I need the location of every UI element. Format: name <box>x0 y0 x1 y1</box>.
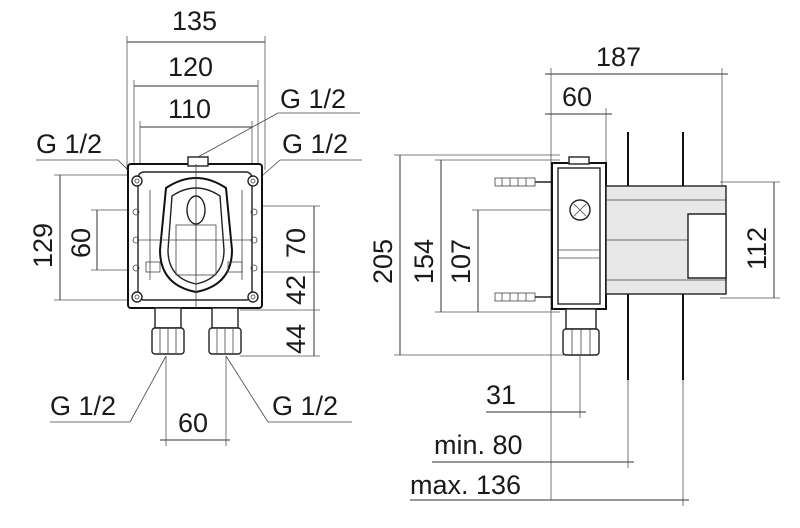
front-left-dimensions <box>54 174 160 301</box>
front-dim-129: 129 <box>28 223 58 268</box>
front-dim-135: 135 <box>172 6 217 36</box>
side-dim-205: 205 <box>368 239 398 284</box>
front-dim-70: 70 <box>281 228 311 258</box>
front-dim-110: 110 <box>168 94 211 124</box>
front-dim-60-vertical: 60 <box>66 228 96 258</box>
side-dim-60: 60 <box>562 82 592 112</box>
thread-top-center: G 1/2 <box>280 84 346 114</box>
side-dim-154: 154 <box>409 239 439 284</box>
side-right-dimensions <box>720 181 780 299</box>
side-body <box>494 132 727 380</box>
side-dim-max-136: max. 136 <box>410 470 521 500</box>
thread-bottom-right: G 1/2 <box>272 391 338 421</box>
side-dim-187: 187 <box>596 42 641 72</box>
front-dim-120: 120 <box>168 52 213 82</box>
side-view: 187 60 205 154 107 112 <box>368 42 780 506</box>
side-dim-min-80: min. 80 <box>434 430 523 460</box>
side-bottom-dimensions <box>410 355 689 506</box>
front-outlet-spacing <box>160 356 230 446</box>
front-dim-42: 42 <box>281 275 311 305</box>
leader-bottom-left <box>129 355 167 423</box>
thread-top-left: G 1/2 <box>36 129 102 159</box>
leader-bottom-right <box>225 355 269 423</box>
front-dim-60-horizontal: 60 <box>178 408 208 438</box>
front-view: 135 120 110 G 1/2 G 1/2 G 1/2 129 60 <box>28 6 362 446</box>
side-dim-107: 107 <box>446 239 476 284</box>
thread-top-right: G 1/2 <box>282 129 348 159</box>
thread-bottom-left: G 1/2 <box>50 391 116 421</box>
front-mounting-box <box>127 156 263 309</box>
side-dim-112: 112 <box>742 227 772 270</box>
front-dim-44: 44 <box>281 324 311 354</box>
leader-top-center <box>197 112 279 158</box>
side-dim-31: 31 <box>486 380 516 410</box>
front-outlets <box>151 307 242 355</box>
